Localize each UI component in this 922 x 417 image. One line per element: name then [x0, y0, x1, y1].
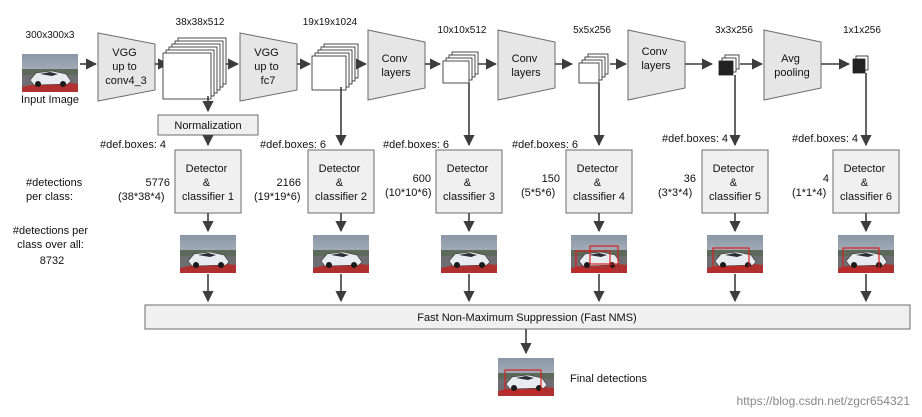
det6-label: Detector & classifier 6 — [840, 163, 892, 203]
fm3-size-label: 10x10x512 — [438, 25, 487, 36]
fm6-size-label: 1x1x256 — [843, 25, 881, 36]
output-image-6 — [838, 234, 894, 274]
detections-per-class-label: #detections per class: — [26, 177, 85, 203]
final-detections-image — [498, 357, 554, 397]
output-image-2 — [313, 234, 369, 274]
output-image-5 — [707, 234, 763, 274]
detector-classifier-4 — [565, 149, 633, 214]
det6-count: 4 — [823, 173, 829, 185]
stage-conv-layers-3 — [627, 29, 686, 101]
det2-formula: (19*19*6) — [254, 191, 300, 203]
stage-vgg-conv4-3 — [97, 32, 156, 102]
det6-formula: (1*1*4) — [792, 187, 826, 199]
final-detections-label: Final detections — [570, 373, 648, 385]
det1-def-boxes: #def.boxes: 4 — [100, 139, 166, 151]
feature-map-5x5 — [578, 53, 609, 84]
det5-count: 36 — [684, 173, 696, 185]
feature-map-38x38 — [162, 37, 227, 100]
det3-count: 600 — [413, 173, 431, 185]
detections-overall-label: #detections per class over all: 8732 — [13, 225, 91, 267]
det4-label: Detector & classifier 4 — [573, 163, 625, 203]
det4-def-boxes: #def.boxes: 6 — [512, 139, 578, 151]
det3-formula: (10*10*6) — [385, 187, 431, 199]
stage-3-label: Conv layers — [381, 53, 411, 79]
det4-formula: (5*5*6) — [521, 187, 555, 199]
fm5-size-label: 3x3x256 — [715, 25, 753, 36]
fast-nms-box — [144, 304, 911, 330]
stage-avg-pooling — [763, 29, 822, 101]
det2-count: 2166 — [277, 177, 301, 189]
normalization-label: Normalization — [174, 120, 241, 132]
det3-label: Detector & classifier 3 — [443, 163, 495, 203]
det4-count: 150 — [542, 173, 560, 185]
watermark: https://blog.csdn.net/zgcr654321 — [737, 394, 911, 408]
feature-map-3x3 — [718, 54, 740, 76]
fm2-size-label: 19x19x1024 — [303, 17, 358, 28]
stage-5-label: Conv layers — [641, 46, 671, 72]
stage-1-label: VGG up to conv4_3 — [105, 47, 147, 87]
fast-nms-label: Fast Non-Maximum Suppression (Fast NMS) — [417, 312, 636, 324]
det2-label: Detector & classifier 2 — [315, 163, 367, 203]
feature-map-1x1 — [852, 55, 869, 74]
stage-conv-layers-2 — [497, 29, 556, 101]
detector-classifier-3 — [435, 149, 503, 214]
stage-vgg-fc7 — [239, 32, 298, 102]
det3-def-boxes: #def.boxes: 6 — [383, 139, 449, 151]
feature-map-19x19 — [311, 43, 359, 91]
stage-conv-layers-1 — [367, 29, 426, 101]
det2-def-boxes: #def.boxes: 6 — [260, 139, 326, 151]
input-size-label: 300x300x3 — [26, 30, 75, 41]
stage-4-label: Conv layers — [511, 53, 541, 79]
det6-def-boxes: #def.boxes: 4 — [792, 133, 858, 145]
fm1-size-label: 38x38x512 — [176, 17, 225, 28]
stage-6-label: Avg pooling — [774, 53, 809, 79]
det1-label: Detector & classifier 1 — [182, 163, 234, 203]
detector-classifier-6 — [832, 149, 900, 214]
output-image-1 — [180, 234, 236, 274]
input-image-label: Input Image — [21, 94, 79, 106]
det5-formula: (3*3*4) — [658, 187, 692, 199]
input-image — [22, 54, 78, 92]
detector-classifier-5 — [701, 149, 769, 214]
output-image-3 — [441, 234, 497, 274]
fm4-size-label: 5x5x256 — [573, 25, 611, 36]
det1-formula: (38*38*4) — [118, 191, 164, 203]
feature-map-10x10 — [442, 51, 479, 84]
det5-label: Detector & classifier 5 — [709, 163, 761, 203]
det5-def-boxes: #def.boxes: 4 — [662, 133, 728, 145]
output-image-4 — [571, 234, 627, 274]
det1-count: 5776 — [146, 177, 170, 189]
stage-2-label: VGG up to fc7 — [254, 47, 282, 87]
